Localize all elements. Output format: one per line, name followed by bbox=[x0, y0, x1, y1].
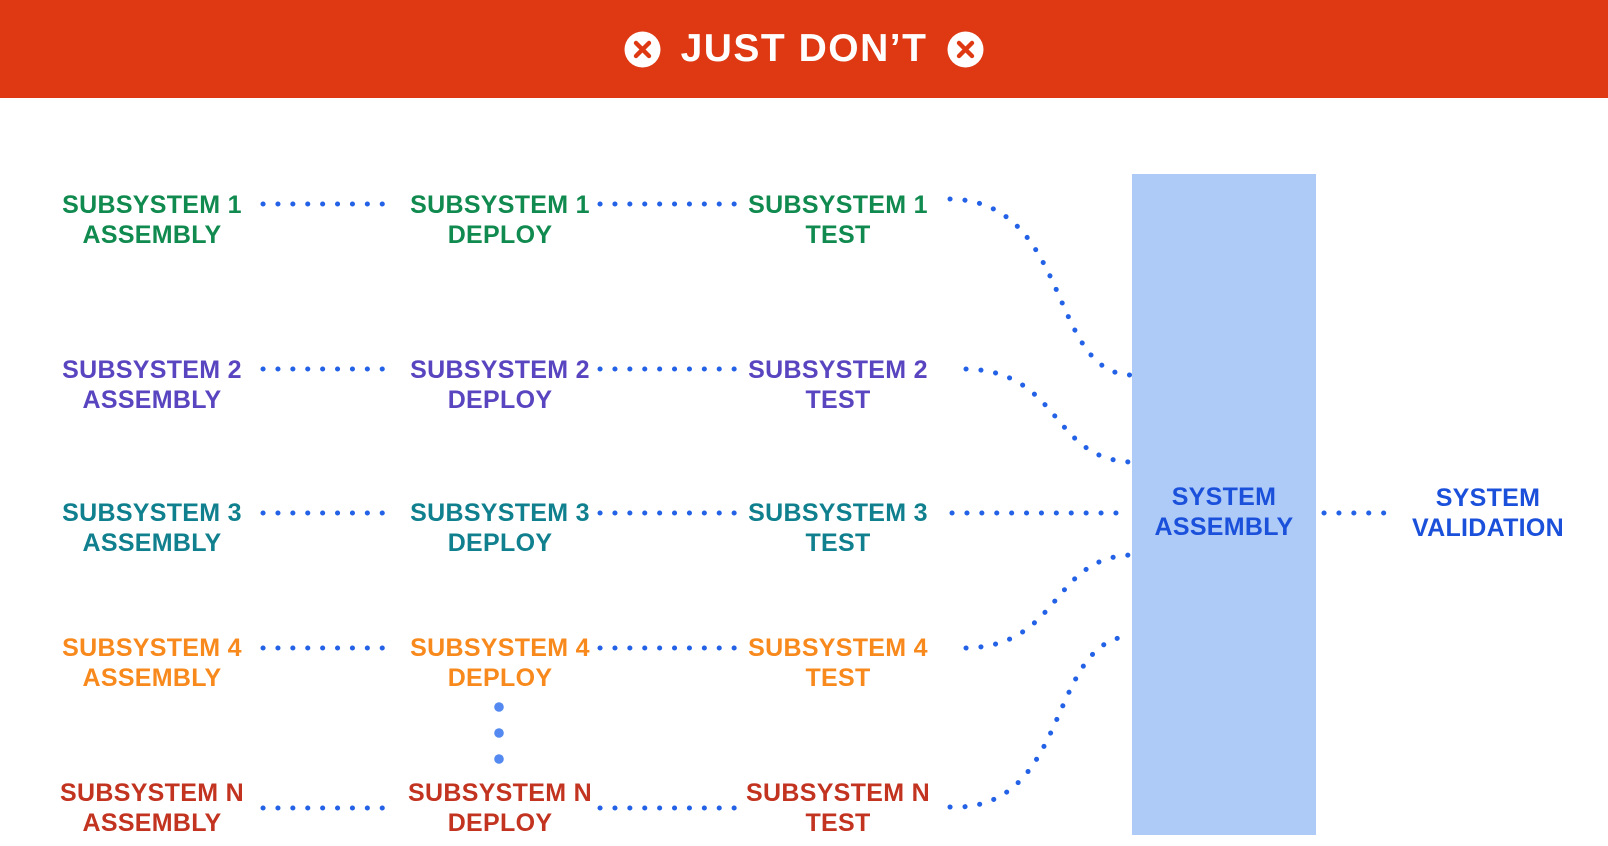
subsystem-n-assembly-label: SUBSYSTEM N ASSEMBLY bbox=[60, 778, 244, 838]
stage-name-line: DEPLOY bbox=[447, 529, 553, 557]
system-validation-line2: VALIDATION bbox=[1411, 514, 1565, 542]
merge-curve-subsystem-1 bbox=[947, 196, 1134, 378]
stage-name-line: TEST bbox=[805, 221, 871, 249]
subsystem-4-deploy-label: SUBSYSTEM 4 DEPLOY bbox=[410, 633, 590, 693]
subsystem-name-line: SUBSYSTEM 2 bbox=[62, 356, 242, 384]
ellipsis-dot bbox=[494, 754, 504, 764]
stage-name-line: TEST bbox=[805, 529, 871, 557]
stage-name-line: DEPLOY bbox=[447, 664, 553, 692]
subsystem-2-deploy-label: SUBSYSTEM 2 DEPLOY bbox=[410, 355, 590, 415]
stage-name-line: DEPLOY bbox=[447, 386, 553, 414]
subsystem-2-assembly-label: SUBSYSTEM 2 ASSEMBLY bbox=[62, 355, 242, 415]
ellipsis-dot bbox=[494, 702, 504, 712]
subsystem-1-assembly-label: SUBSYSTEM 1 ASSEMBLY bbox=[62, 190, 242, 250]
system-validation-line1: SYSTEM bbox=[1435, 484, 1541, 512]
deploy-test-connectors bbox=[597, 201, 743, 811]
system-assembly-box: SYSTEM ASSEMBLY bbox=[1132, 174, 1316, 835]
stage-name-line: TEST bbox=[805, 386, 871, 414]
subsystem-name-line: SUBSYSTEM 4 bbox=[62, 634, 242, 662]
system-assembly-line1: SYSTEM bbox=[1171, 482, 1277, 511]
assembly-deploy-connectors bbox=[260, 201, 395, 811]
stage-name-line: ASSEMBLY bbox=[82, 386, 222, 414]
subsystem-name-line: SUBSYSTEM N bbox=[408, 779, 592, 807]
subsystem-4-assembly-label: SUBSYSTEM 4 ASSEMBLY bbox=[62, 633, 242, 693]
merge-curves bbox=[947, 196, 1134, 810]
subsystem-name-line: SUBSYSTEM 2 bbox=[748, 356, 928, 384]
subsystem-1-test-label: SUBSYSTEM 1 TEST bbox=[748, 190, 928, 250]
merge-curve-subsystem-4 bbox=[963, 552, 1134, 651]
subsystem-n-test-label: SUBSYSTEM N TEST bbox=[746, 778, 930, 838]
subsystem-name-line: SUBSYSTEM 4 bbox=[410, 634, 590, 662]
stage-name-line: DEPLOY bbox=[447, 221, 553, 249]
system-validation-label: SYSTEM VALIDATION bbox=[1412, 483, 1564, 543]
stage-name-line: ASSEMBLY bbox=[82, 809, 222, 837]
stage-name-line: DEPLOY bbox=[447, 809, 553, 837]
subsystem-name-line: SUBSYSTEM 3 bbox=[410, 499, 590, 527]
merge-curve-subsystem-n bbox=[947, 633, 1134, 810]
subsystem-name-line: SUBSYSTEM 2 bbox=[410, 356, 590, 384]
subsystem-3-deploy-label: SUBSYSTEM 3 DEPLOY bbox=[410, 498, 590, 558]
subsystem-name-line: SUBSYSTEM 1 bbox=[62, 191, 242, 219]
subsystem-3-test-label: SUBSYSTEM 3 TEST bbox=[748, 498, 928, 558]
stage-name-line: ASSEMBLY bbox=[82, 529, 222, 557]
stage-name-line: ASSEMBLY bbox=[82, 664, 222, 692]
ellipsis-dot bbox=[494, 728, 504, 738]
subsystem-3-assembly-label: SUBSYSTEM 3 ASSEMBLY bbox=[62, 498, 242, 558]
subsystem-name-line: SUBSYSTEM 3 bbox=[62, 499, 242, 527]
subsystem-name-line: SUBSYSTEM 1 bbox=[748, 191, 928, 219]
merge-curve-subsystem-2 bbox=[963, 366, 1134, 465]
subsystem-name-line: SUBSYSTEM N bbox=[60, 779, 244, 807]
stage-name-line: TEST bbox=[805, 809, 871, 837]
x-circle-icon bbox=[624, 31, 661, 67]
subsystem-name-line: SUBSYSTEM 4 bbox=[748, 634, 928, 662]
subsystem-name-line: SUBSYSTEM 3 bbox=[748, 499, 928, 527]
subsystem-n-deploy-label: SUBSYSTEM N DEPLOY bbox=[408, 778, 592, 838]
stage-name-line: TEST bbox=[805, 664, 871, 692]
banner: JUST DON’T bbox=[0, 0, 1608, 98]
subsystem-name-line: SUBSYSTEM N bbox=[746, 779, 930, 807]
subsystem-name-line: SUBSYSTEM 1 bbox=[410, 191, 590, 219]
subsystem-1-deploy-label: SUBSYSTEM 1 DEPLOY bbox=[410, 190, 590, 250]
vertical-ellipsis bbox=[494, 702, 504, 764]
banner-title: JUST DON’T bbox=[680, 27, 928, 70]
subsystem-2-test-label: SUBSYSTEM 2 TEST bbox=[748, 355, 928, 415]
stage-name-line: ASSEMBLY bbox=[82, 221, 222, 249]
x-circle-icon bbox=[947, 31, 984, 67]
subsystem-4-test-label: SUBSYSTEM 4 TEST bbox=[748, 633, 928, 693]
system-assembly-line2: ASSEMBLY bbox=[1154, 512, 1294, 541]
